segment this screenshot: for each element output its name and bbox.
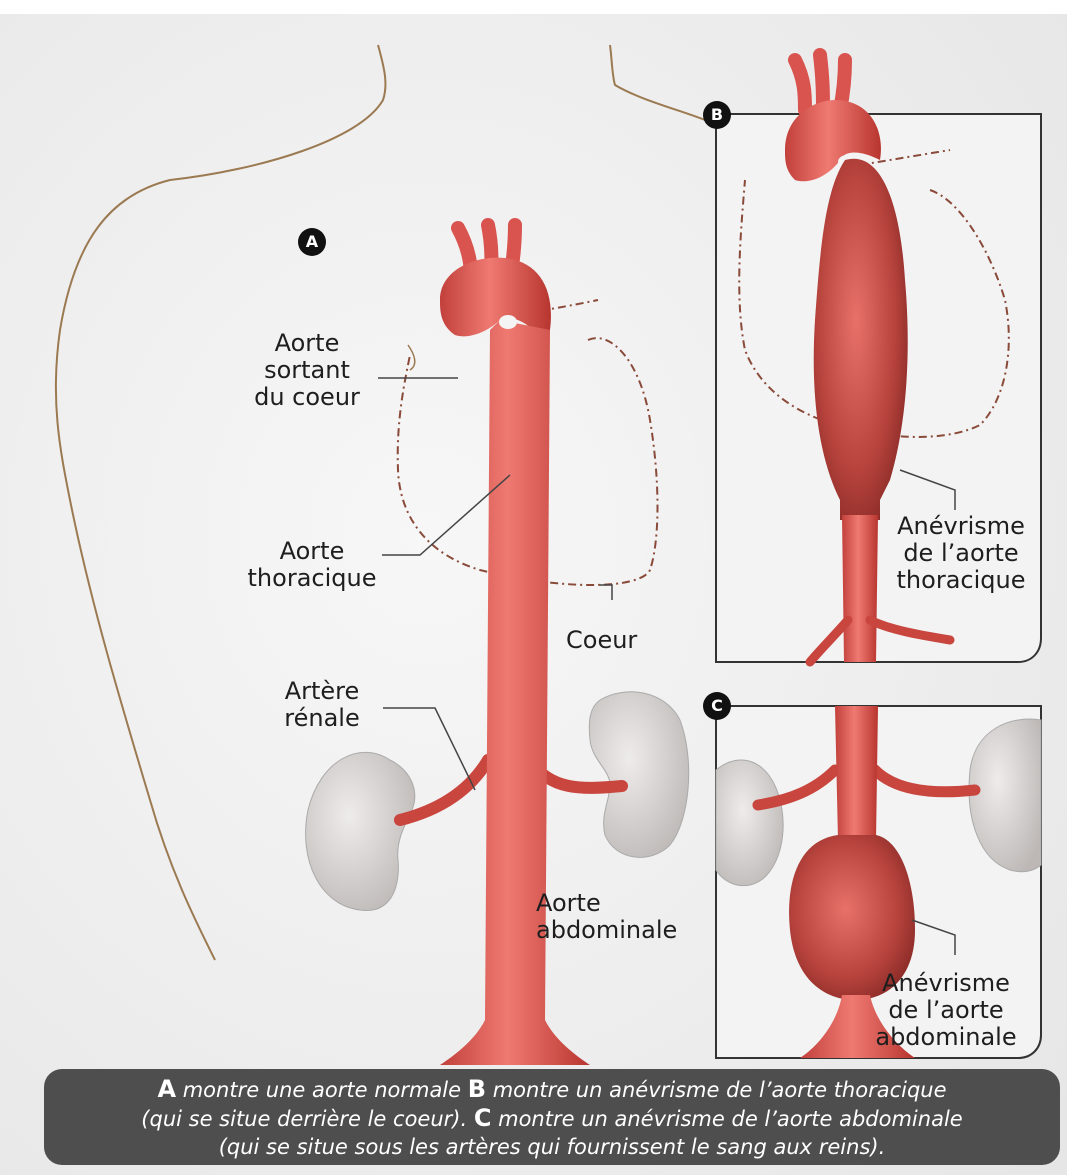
label-thoracic-aorta: Aorte thoracique (232, 538, 392, 592)
caption-line-1: A montre une aorte normale B montre un a… (44, 1075, 1060, 1104)
badge-b: B (703, 101, 731, 129)
caption-line1-text-a: montre une aorte normale (176, 1078, 468, 1102)
caption-line3-text: (qui se situe sous les artères qui fourn… (219, 1135, 886, 1159)
label-thoracic-aneurysm: Anévrisme de l’aorte thoracique (882, 513, 1040, 594)
caption-letter-a: A (157, 1075, 176, 1103)
aorta-arch-lumen (499, 315, 517, 329)
label-abdominal-aorta: Aorte abdominale (536, 890, 677, 944)
caption-line2-text-b: montre un anévrisme de l’aorte abdominal… (491, 1107, 962, 1131)
caption-line-2: (qui se situe derrière le coeur). C mont… (44, 1104, 1060, 1133)
caption-box: A montre une aorte normale B montre un a… (44, 1069, 1060, 1165)
badge-c: C (703, 692, 731, 720)
label-aorta-leaving-heart: Aorte sortant du coeur (238, 330, 376, 411)
label-heart: Coeur (566, 627, 637, 654)
caption-letter-c: C (474, 1104, 492, 1132)
label-abdominal-aneurysm: Anévrisme de l’aorte abdominale (856, 970, 1036, 1051)
caption-line2-text-a: (qui se situe derrière le coeur). (141, 1107, 474, 1131)
badge-a: A (298, 228, 326, 256)
caption-line1-text-b: montre un anévrisme de l’aorte thoraciqu… (486, 1078, 946, 1102)
aorta-c-trunk (835, 706, 878, 840)
aorta-b-lower-trunk (842, 515, 878, 662)
caption-line-3: (qui se situe sous les artères qui fourn… (44, 1133, 1060, 1161)
caption-letter-b: B (468, 1075, 486, 1103)
label-renal-artery: Artère rénale (262, 678, 382, 732)
thoracic-aneurysm-bulge (814, 159, 908, 520)
